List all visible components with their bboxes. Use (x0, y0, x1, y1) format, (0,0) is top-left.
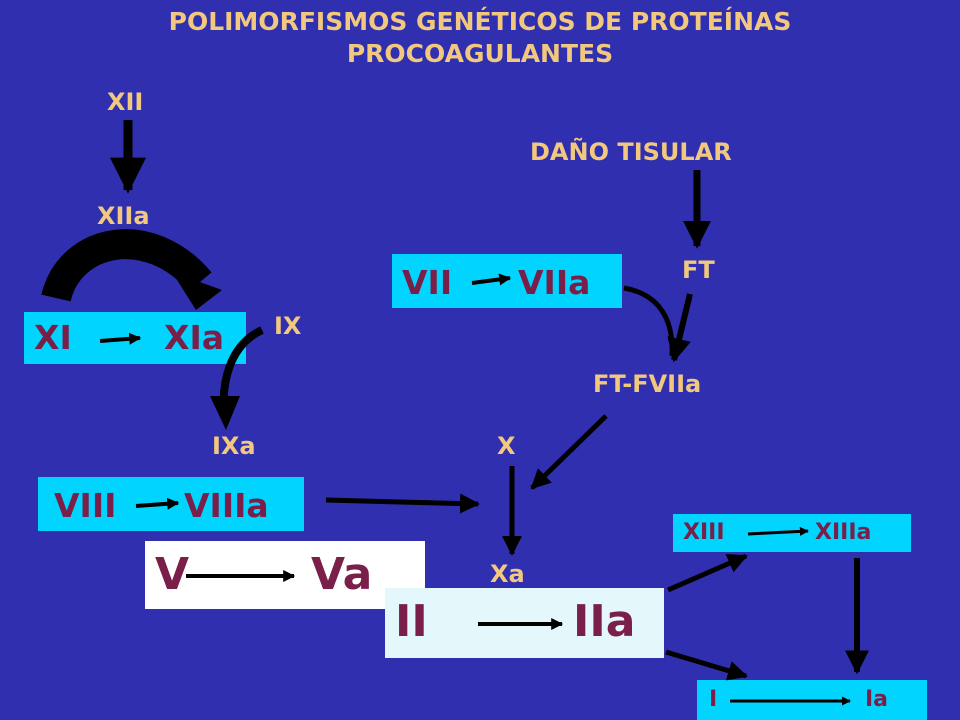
box-vii-left: VII (402, 263, 453, 302)
arrow-xi-to-xia (99, 332, 142, 345)
slide-title: POLIMORFISMOS GENÉTICOS DE PROTEÍNAS PRO… (0, 6, 960, 70)
label-xa: Xa (490, 560, 525, 588)
title-line-2: PROCOAGULANTES (346, 39, 614, 68)
label-ixa: IXa (212, 432, 256, 460)
box-i-left: I (709, 687, 718, 712)
arrow-viii-to-viiia (135, 497, 180, 510)
curved-arrow-ix-head (210, 396, 240, 430)
arrow-iia-to-xiii (667, 553, 748, 593)
box-xi-left: XI (34, 318, 72, 357)
box-ii-right: IIa (573, 596, 636, 647)
box-i-right: Ia (865, 687, 889, 712)
curve-viia-to-complex (623, 285, 675, 357)
box-vii-right: VIIa (518, 263, 591, 302)
label-ix: IX (274, 312, 302, 340)
box-viii-right: VIIIa (184, 486, 269, 525)
curved-arrow-xi-activation (41, 229, 212, 303)
arrow-viiia-to-xa (325, 493, 480, 514)
label-dano-tisular: DAÑO TISULAR (530, 138, 732, 166)
box-v-left: V (155, 549, 190, 600)
box-ii-left: II (395, 596, 428, 647)
label-x: X (497, 432, 516, 460)
title-line-1: POLIMORFISMOS GENÉTICOS DE PROTEÍNAS (168, 7, 792, 36)
box-viii-left: VIII (54, 486, 117, 525)
arrow-iia-to-i (665, 649, 748, 681)
arrow-vii-to-viia (471, 273, 512, 286)
label-ft-fviia: FT-FVIIa (593, 370, 702, 398)
label-ft: FT (682, 256, 715, 284)
arrow-ft-to-complex (667, 293, 693, 363)
box-xiii-right: XIIIa (815, 520, 872, 545)
box-v-right: Va (311, 549, 373, 600)
box-xi-right: XIa (164, 318, 224, 357)
arrow-complex-to-xa (530, 414, 608, 490)
label-xiia: XIIa (97, 202, 150, 230)
label-xii: XII (107, 88, 144, 116)
arrow-xiii-to-xiiia (747, 526, 809, 536)
curved-arrow-xi-head (172, 272, 222, 310)
box-xiii-left: XIII (683, 520, 725, 545)
